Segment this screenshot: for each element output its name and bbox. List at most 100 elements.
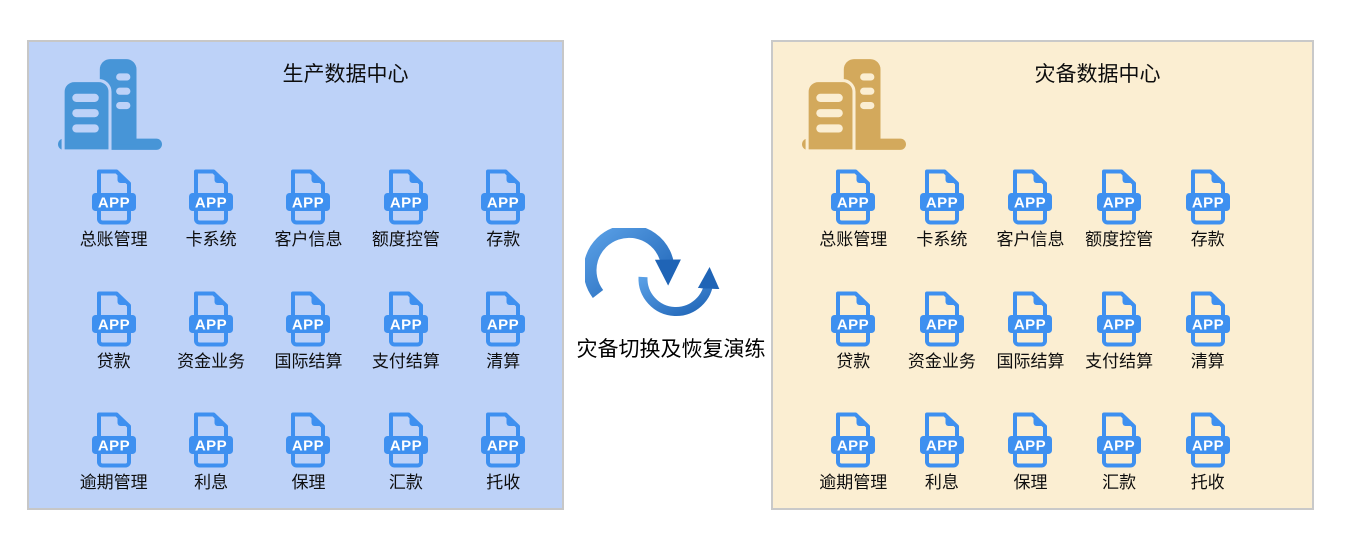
building-icon [802,59,906,153]
app-item: APP 汇款 [382,411,430,493]
sync-arrows-icon [585,228,720,316]
app-file-icon: APP [383,412,428,468]
app-file-icon: APP [91,291,136,347]
app-item: APP 保理 [284,411,332,493]
app-file-icon: APP [286,291,331,347]
app-label: 托收 [1190,473,1225,493]
app-file-icon: APP [1097,291,1142,347]
app-label: 总账管理 [79,230,148,249]
app-label: 国际结算 [996,351,1065,371]
app-file-icon: APP [383,169,428,225]
app-item: APP 清算 [1184,290,1232,372]
app-file-icon: APP [919,291,964,347]
app-item: APP 存款 [1184,168,1232,250]
app-label: 贷款 [96,351,131,371]
app-label: 额度控管 [1085,230,1154,249]
app-file-icon: APP [189,291,234,347]
app-icon-text: APP [98,438,130,455]
app-icon-text: APP [1103,316,1135,333]
app-label: 贷款 [836,351,871,371]
app-icon-text: APP [98,195,130,212]
app-item: APP 国际结算 [996,290,1064,372]
app-label: 托收 [486,473,521,493]
app-icon-text: APP [1103,195,1135,212]
app-item: APP 托收 [1184,411,1232,493]
app-label: 清算 [486,351,521,371]
app-file-icon: APP [1185,412,1230,468]
disaster-recovery-panel-title: 灾备数据中心 [1034,63,1161,86]
app-file-icon: APP [831,291,876,347]
production-panel-title: 生产数据中心 [282,63,409,86]
app-file-icon: APP [1008,291,1053,347]
app-file-icon: APP [383,291,428,347]
connector-label: 灾备切换及恢复演练 [576,338,766,361]
app-icon-text: APP [926,316,958,333]
app-icon-text: APP [390,438,422,455]
disaster-recovery-panel: 灾备数据中心 APP 总账管理 APP 卡系统 APP 客户信息 [771,40,1314,510]
app-icon-text: APP [195,195,227,212]
app-label: 逾期管理 [79,473,148,493]
app-file-icon: APP [481,169,526,225]
app-file-icon: APP [831,412,876,468]
app-icon-text: APP [1192,438,1224,455]
app-file-icon: APP [919,169,964,225]
app-icon-text: APP [1103,438,1135,455]
app-file-icon: APP [1097,412,1142,468]
app-item: APP 客户信息 [274,168,342,250]
app-file-icon: APP [919,412,964,468]
app-label: 支付结算 [371,351,440,371]
app-file-icon: APP [1097,169,1142,225]
app-item: APP 逾期管理 [819,411,887,493]
app-item: APP 卡系统 [186,168,237,250]
app-icon-text: APP [837,316,869,333]
app-item: APP 逾期管理 [80,411,148,493]
building-windows [72,73,131,133]
app-label: 总账管理 [819,230,888,249]
app-file-icon: APP [831,169,876,225]
app-file-icon: APP [1185,169,1230,225]
app-item: APP 贷款 [829,290,877,372]
app-icon-text: APP [292,438,324,455]
app-file-icon: APP [481,291,526,347]
app-icon-text: APP [837,438,869,455]
app-item: APP 利息 [187,411,235,493]
app-label: 国际结算 [274,351,343,371]
app-item: APP 资金业务 [908,290,976,372]
app-label: 保理 [1013,473,1048,493]
app-label: 利息 [194,473,229,493]
app-grid: APP 总账管理 APP 卡系统 APP 客户信息 APP 额度控管 [65,168,552,493]
app-item: APP 国际结算 [274,290,342,372]
app-icon-text: APP [1014,195,1046,212]
app-item: APP 总账管理 [819,168,887,250]
app-icon-text: APP [390,195,422,212]
app-item: APP 汇款 [1095,411,1143,493]
app-icon-text: APP [390,316,422,333]
app-item: APP 贷款 [90,290,138,372]
app-item: APP 卡系统 [916,168,967,250]
app-icon-text: APP [926,195,958,212]
app-label: 额度控管 [371,230,440,249]
app-label: 保理 [291,473,326,493]
app-file-icon: APP [481,412,526,468]
app-icon-text: APP [292,316,324,333]
app-item: APP 利息 [918,411,966,493]
app-label: 客户信息 [996,230,1065,249]
app-item: APP 客户信息 [996,168,1064,250]
app-icon-text: APP [292,195,324,212]
app-label: 客户信息 [274,230,343,249]
app-file-icon: APP [286,412,331,468]
app-item: APP 支付结算 [1085,290,1153,372]
app-icon-text: APP [926,438,958,455]
app-icon-text: APP [487,316,519,333]
production-panel: 生产数据中心 APP 总账管理 APP 卡系统 APP 客户信息 [27,40,564,510]
building-icon [58,59,162,153]
app-label: 汇款 [1102,473,1137,493]
app-icon-text: APP [1014,438,1046,455]
app-file-icon: APP [189,169,234,225]
app-item: APP 清算 [479,290,527,372]
app-label: 卡系统 [916,230,968,249]
app-label: 利息 [924,473,959,493]
app-item: APP 保理 [1006,411,1054,493]
app-item: APP 存款 [479,168,527,250]
